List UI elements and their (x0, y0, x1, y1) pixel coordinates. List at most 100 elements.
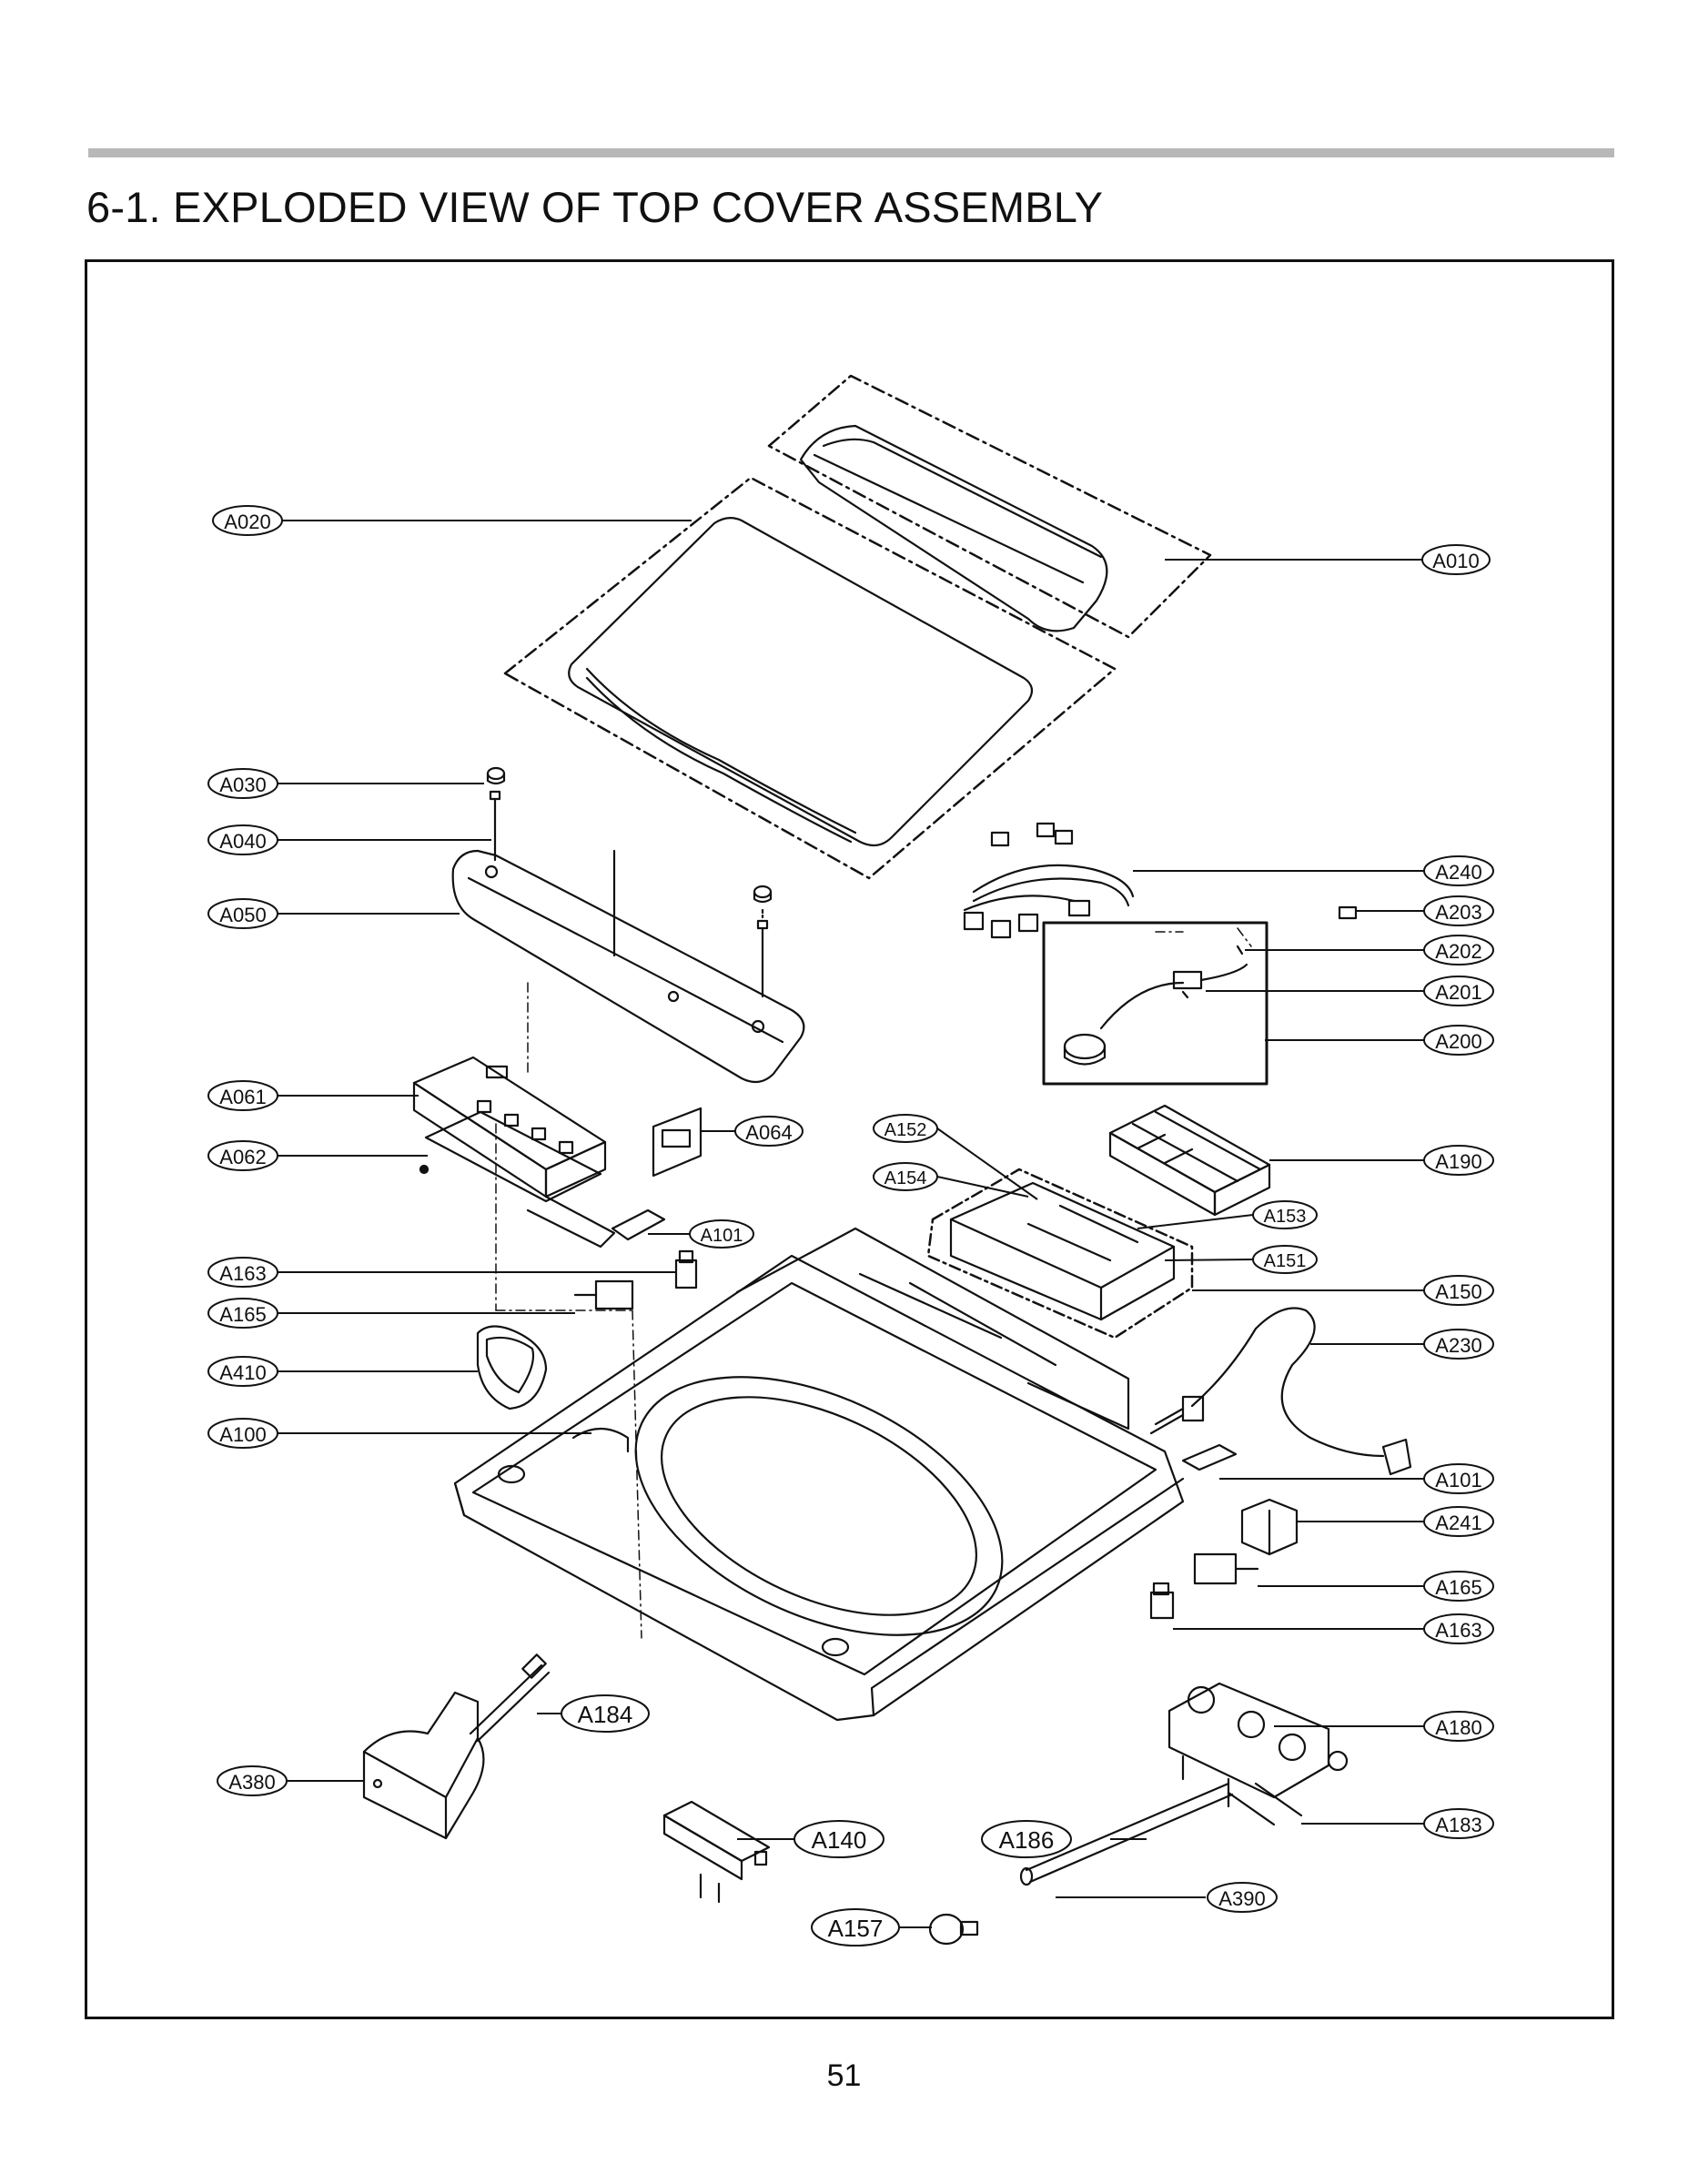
callout-a190: A190 (1423, 1145, 1494, 1176)
callouts: A020 A010 A030 A040 A050 A240 A203 A202 … (207, 505, 1494, 1946)
svg-text:A064: A064 (745, 1121, 792, 1144)
page-number: 51 (826, 2058, 862, 2093)
callout-a241: A241 (1423, 1506, 1494, 1537)
part-a190-filter (1108, 1104, 1271, 1217)
svg-text:A410: A410 (219, 1361, 266, 1384)
diagram-frame (85, 259, 1614, 2019)
callout-a202: A202 (1423, 935, 1494, 966)
callout-a157: A157 (811, 1908, 900, 1946)
callout-a061: A061 (207, 1080, 278, 1111)
svg-text:A153: A153 (1264, 1207, 1307, 1227)
callout-a203: A203 (1423, 895, 1494, 926)
svg-text:A203: A203 (1435, 901, 1481, 924)
leader-lines (278, 520, 1424, 1928)
callout-a101-left: A101 (689, 1219, 754, 1249)
callout-a240: A240 (1423, 855, 1494, 886)
svg-text:A241: A241 (1435, 1512, 1481, 1534)
part-a150-dispenser (926, 1168, 1194, 1340)
part-a241-noise-filter (1240, 1498, 1299, 1556)
part-a020-lid (503, 476, 1117, 880)
part-a101-clip (611, 1208, 1238, 1471)
callout-a183: A183 (1423, 1808, 1494, 1839)
svg-text:A163: A163 (1435, 1619, 1481, 1642)
svg-text:A061: A061 (219, 1086, 266, 1108)
callout-a410: A410 (207, 1356, 278, 1387)
svg-text:A390: A390 (1218, 1887, 1265, 1910)
callout-a390: A390 (1207, 1882, 1278, 1913)
svg-text:A010: A010 (1432, 550, 1479, 572)
svg-text:A184: A184 (578, 1701, 633, 1728)
callout-a010: A010 (1421, 544, 1491, 575)
svg-text:A202: A202 (1435, 940, 1481, 963)
callout-a165-right: A165 (1423, 1571, 1494, 1602)
callout-a200: A200 (1423, 1025, 1494, 1056)
part-a157-knob (928, 1913, 979, 1946)
callout-a165-left: A165 (207, 1298, 278, 1329)
callout-a230: A230 (1423, 1329, 1494, 1360)
part-a240-harness (963, 822, 1135, 939)
part-a200-pressure-box (1042, 921, 1269, 1086)
svg-text:A165: A165 (219, 1303, 266, 1326)
part-a180-valve (1167, 1682, 1349, 1808)
part-a030-cap (486, 766, 773, 904)
svg-text:A150: A150 (1435, 1280, 1481, 1303)
callout-a050: A050 (207, 898, 278, 929)
svg-text:A062: A062 (219, 1146, 266, 1168)
svg-text:A380: A380 (228, 1771, 275, 1794)
svg-text:A186: A186 (999, 1826, 1055, 1854)
svg-text:A101: A101 (701, 1226, 743, 1246)
callout-a180: A180 (1423, 1711, 1494, 1742)
callout-a163-right: A163 (1423, 1613, 1494, 1644)
svg-text:A201: A201 (1435, 981, 1481, 1004)
callout-a040: A040 (207, 824, 278, 855)
svg-text:A101: A101 (1435, 1469, 1481, 1491)
part-a062-pcb (419, 1110, 616, 1249)
svg-text:A230: A230 (1435, 1334, 1481, 1357)
callout-a153: A153 (1252, 1200, 1318, 1229)
svg-text:A183: A183 (1435, 1814, 1481, 1836)
svg-text:A165: A165 (1435, 1576, 1481, 1599)
svg-text:A180: A180 (1435, 1716, 1481, 1739)
callout-a184: A184 (561, 1694, 650, 1733)
callout-a163-left: A163 (207, 1257, 278, 1288)
part-a140-lock-switch (662, 1800, 771, 1904)
svg-text:A020: A020 (224, 511, 270, 533)
callout-a186: A186 (981, 1820, 1072, 1858)
header-rule (88, 148, 1614, 157)
part-a050-panel (451, 849, 805, 1084)
section-title: 6-1. EXPLODED VIEW OF TOP COVER ASSEMBLY (86, 183, 1104, 231)
callout-a201: A201 (1423, 976, 1494, 1006)
part-a203-clip (1338, 905, 1358, 920)
callout-a101-right: A101 (1423, 1463, 1494, 1494)
callout-a380: A380 (217, 1765, 288, 1796)
svg-text:A240: A240 (1435, 861, 1481, 884)
part-a010-handle-trim (767, 374, 1212, 639)
svg-text:A100: A100 (219, 1423, 266, 1446)
callout-a062: A062 (207, 1140, 278, 1171)
part-a230-power-cord (1149, 1307, 1412, 1476)
svg-text:A163: A163 (219, 1262, 266, 1285)
alignment-guides (495, 927, 1252, 1639)
part-a165-lock (573, 1279, 1259, 1585)
svg-text:A152: A152 (884, 1120, 927, 1140)
part-a163-switch (674, 1249, 1175, 1620)
part-a040-screw (489, 790, 769, 998)
callout-a150: A150 (1423, 1275, 1494, 1306)
callout-a151: A151 (1252, 1245, 1318, 1274)
callout-a152: A152 (873, 1114, 938, 1143)
svg-text:A190: A190 (1435, 1150, 1481, 1173)
callout-a154: A154 (873, 1162, 938, 1191)
svg-text:A154: A154 (884, 1168, 927, 1188)
part-a184-nozzle (469, 1653, 551, 1743)
part-a064-display (652, 1107, 702, 1178)
callout-a020: A020 (212, 505, 283, 536)
callout-a100: A100 (207, 1418, 278, 1449)
svg-text:A140: A140 (812, 1826, 867, 1854)
callout-a064: A064 (734, 1116, 804, 1147)
svg-text:A040: A040 (219, 830, 266, 853)
svg-text:A151: A151 (1264, 1251, 1307, 1271)
callout-a030: A030 (207, 768, 278, 799)
svg-text:A157: A157 (828, 1915, 884, 1942)
callout-a140: A140 (793, 1820, 884, 1858)
